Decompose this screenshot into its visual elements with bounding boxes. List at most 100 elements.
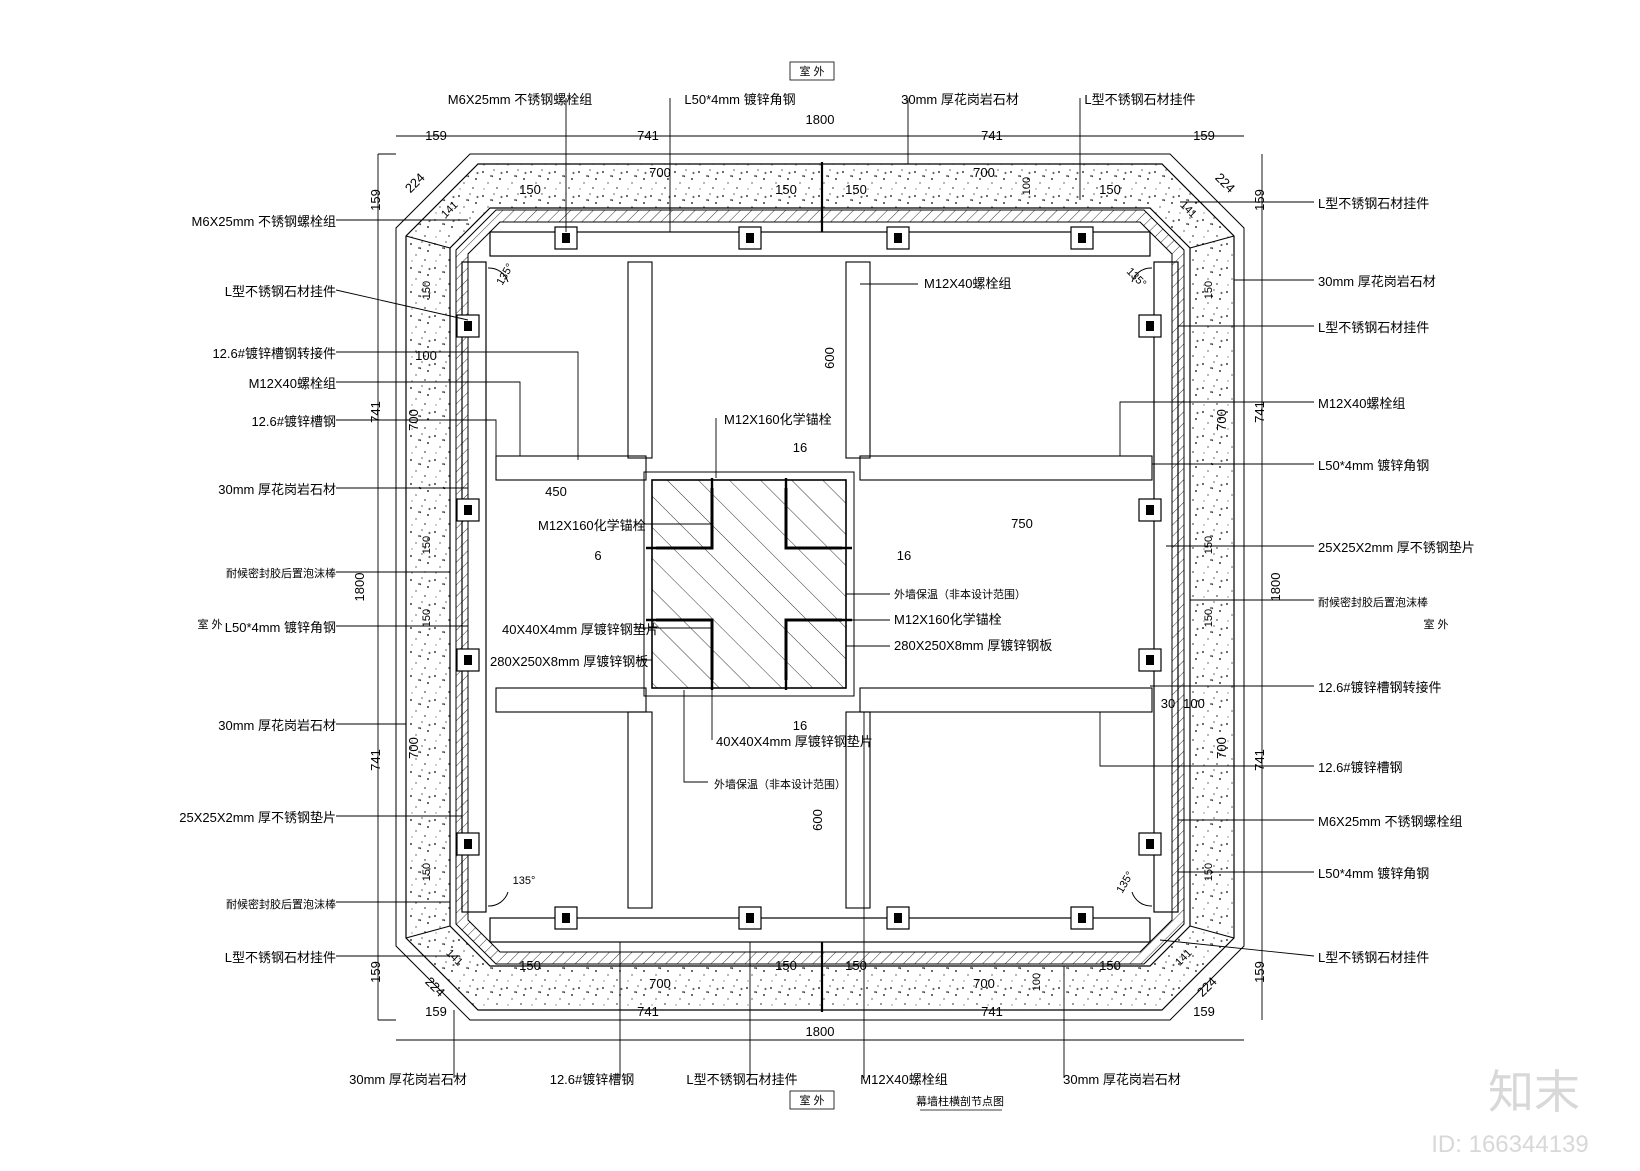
dim-small-30-right: 30 (1161, 696, 1175, 711)
dim-top-700-right: 700 (973, 165, 995, 180)
dim-right-700-bottom: 700 (1214, 737, 1229, 759)
stone-clip (456, 648, 480, 672)
leader-line (683, 690, 708, 783)
label-left-11: 耐候密封胶后置泡沫棒 (226, 897, 336, 911)
label-left-8: L50*4mm 镀锌角钢 (225, 620, 336, 635)
label-center-10: 外墙保温（非本设计范围） (714, 777, 846, 791)
stone-clip (554, 906, 578, 930)
dim-left-159-bottom: 159 (368, 961, 383, 983)
leader-line (1159, 939, 1315, 957)
stone-clip (738, 226, 762, 250)
dim-top-159-right: 159 (1193, 128, 1215, 143)
label-center-1: M12X40螺栓组 (924, 276, 1011, 291)
label-center-4: 外墙保温（非本设计范围） (894, 587, 1026, 601)
dim-offset-100-left: 100 (415, 348, 437, 363)
label-left-2: L型不锈钢石材挂件 (225, 284, 336, 299)
label-center-3: M12X160化学锚栓 (538, 518, 646, 533)
dim-bottom-150-b: 150 (775, 958, 797, 973)
dim-top-150-d: 150 (1099, 182, 1121, 197)
label-center-7: 280X250X8mm 厚镀锌钢板 (490, 654, 648, 669)
secondary-profiles (495, 162, 1153, 1012)
dim-top-150-a: 150 (519, 182, 541, 197)
label-right-1: L型不锈钢石材挂件 (1318, 196, 1429, 211)
stone-clip (456, 314, 480, 338)
dim-top-150-b: 150 (775, 182, 797, 197)
side-label-top: 室 外 (799, 64, 824, 78)
dim-web-600-top: 600 (822, 347, 837, 369)
dim-offset-100-right: 100 (1183, 696, 1205, 711)
dim-angle-135-tl: 135° (495, 262, 517, 288)
dim-side-150-r3: 150 (1203, 609, 1215, 627)
dim-bottom-741-right: 741 (981, 1004, 1003, 1019)
watermark-brand: 知末 (1488, 1065, 1580, 1119)
stone-clip (738, 906, 762, 930)
leader-line (1099, 712, 1314, 767)
dim-right-741-top: 741 (1252, 401, 1267, 423)
dim-top-741-right: 741 (981, 128, 1003, 143)
label-left-4: M12X40螺栓组 (249, 376, 336, 391)
dim-right-159-top: 159 (1252, 189, 1267, 211)
label-left-10: 25X25X2mm 厚不锈钢垫片 (179, 810, 336, 825)
dim-top-741-left: 741 (637, 128, 659, 143)
dim-left-741-bottom: 741 (368, 749, 383, 771)
label-left-12: L型不锈钢石材挂件 (225, 950, 336, 965)
label-left-1: M6X25mm 不锈钢螺栓组 (192, 214, 336, 229)
label-bottom-3: L型不锈钢石材挂件 (686, 1072, 797, 1087)
dim-side-150-l4: 150 (421, 863, 433, 881)
weld-16-right: 16 (897, 548, 911, 563)
dim-bottom-150-d: 150 (1099, 958, 1121, 973)
leader-line (336, 351, 579, 460)
label-left-5: 12.6#镀锌槽钢 (251, 414, 336, 429)
dim-offset-100-top: 100 (1021, 177, 1033, 195)
dim-bottom-159-left: 159 (425, 1004, 447, 1019)
side-label-right: 室 外 (1423, 617, 1448, 631)
dim-bottom-overall: 1800 (806, 1024, 835, 1039)
stone-clip (1138, 832, 1162, 856)
dim-right-159-bottom: 159 (1252, 961, 1267, 983)
dim-offset-100-bottom: 100 (1031, 973, 1043, 991)
label-right-10: M6X25mm 不锈钢螺栓组 (1318, 814, 1462, 829)
dim-left-741-top: 741 (368, 401, 383, 423)
dim-top-700-left: 700 (649, 165, 671, 180)
insulation-layer (455, 209, 1185, 965)
stone-clip (1138, 498, 1162, 522)
leader-line (336, 419, 497, 456)
weld-16-bottom: 16 (793, 718, 807, 733)
label-right-8: 12.6#镀锌槽钢转接件 (1318, 680, 1442, 695)
dim-side-150-r1: 150 (1203, 281, 1215, 299)
label-bottom-1: 30mm 厚花岗岩石材 (349, 1072, 467, 1087)
side-label-bottom: 室 外 (799, 1093, 824, 1107)
label-right-9: 12.6#镀锌槽钢 (1318, 760, 1403, 775)
dim-bottom-741-left: 741 (637, 1004, 659, 1019)
dim-left-159-top: 159 (368, 189, 383, 211)
dim-bottom-700-left: 700 (649, 976, 671, 991)
corner-angle-marks (487, 267, 1153, 907)
dim-bottom-700-right: 700 (973, 976, 995, 991)
dim-web-600-bottom: 600 (810, 809, 825, 831)
dimension-lines (377, 135, 1263, 1041)
dim-right-741-bottom: 741 (1252, 749, 1267, 771)
label-right-7: 耐候密封胶后置泡沫棒 (1318, 595, 1428, 609)
label-right-2: 30mm 厚花岗岩石材 (1318, 274, 1436, 289)
stone-clip (456, 498, 480, 522)
anchor-bolts (646, 478, 852, 690)
label-bottom-4: M12X40螺栓组 (860, 1072, 947, 1087)
label-top-bolt: M6X25mm 不锈钢螺栓组 (448, 92, 592, 107)
dim-bottom-159-right: 159 (1193, 1004, 1215, 1019)
leader-lines (335, 98, 1315, 1078)
dim-chamfer-224-br: 224 (1194, 974, 1220, 1000)
label-right-5: L50*4mm 镀锌角钢 (1318, 458, 1429, 473)
dim-left-700-bottom: 700 (406, 737, 421, 759)
granite-cladding (395, 153, 1245, 1021)
dim-chamfer-224-tr: 224 (1212, 170, 1238, 196)
drawing-caption: 幕墙柱横剖节点图 (916, 1094, 1004, 1108)
base-plates (656, 488, 842, 680)
dim-left-700-top: 700 (406, 409, 421, 431)
dim-side-150-l3: 150 (421, 609, 433, 627)
stone-clip (1138, 648, 1162, 672)
dim-side-150-l1: 150 (421, 281, 433, 299)
stone-clip (456, 832, 480, 856)
dim-chamfer-224-tl: 224 (402, 170, 428, 196)
dim-bottom-150-c: 150 (845, 958, 867, 973)
